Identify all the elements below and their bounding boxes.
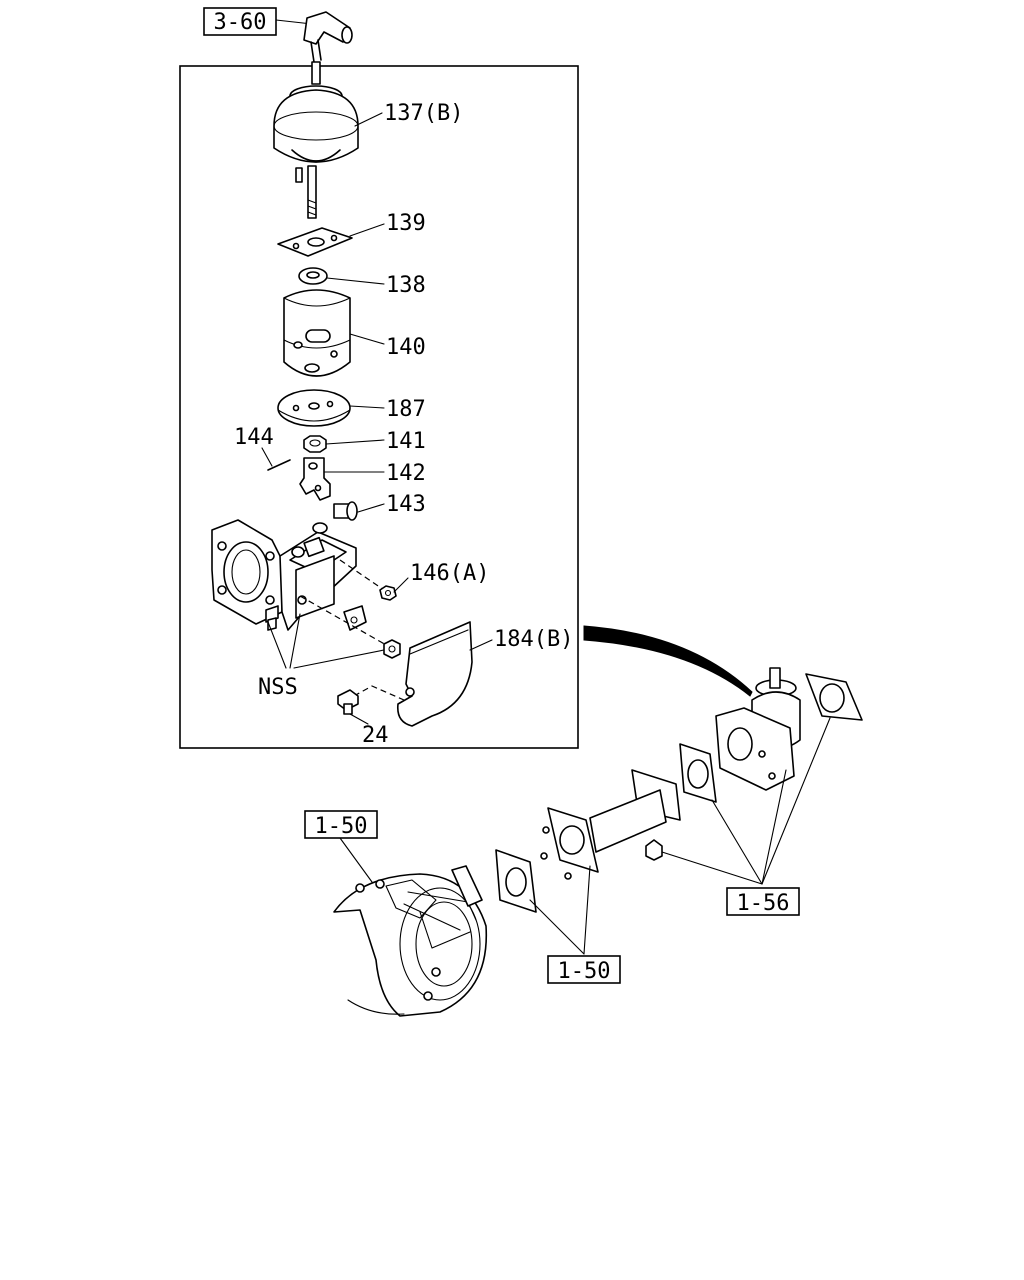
callout-142: 142 — [386, 461, 426, 486]
leader-1-50-top — [339, 837, 373, 883]
leader-nss-3 — [293, 649, 385, 669]
ref-1-50-bottom[interactable]: 1-50 — [547, 955, 621, 984]
leader-139 — [349, 223, 385, 237]
leader-1-50-b-b — [583, 865, 591, 955]
exhaust-brake-valve-body[interactable] — [211, 519, 367, 631]
ref-1-56-label: 1-56 — [737, 891, 790, 916]
callout-137: 137(B) — [384, 101, 463, 126]
clevis-142[interactable] — [299, 457, 331, 501]
leader-141 — [325, 439, 385, 445]
assembly-exhaust-pipe — [540, 769, 681, 880]
plate-187[interactable] — [277, 389, 351, 427]
leader-138 — [326, 277, 385, 285]
leader-1-56-d — [661, 851, 763, 885]
bolt-24[interactable] — [337, 689, 359, 715]
ref-1-56[interactable]: 1-56 — [726, 887, 800, 916]
assembly-gasket-mid — [679, 743, 717, 803]
leader-1-50-b-a — [529, 899, 585, 955]
ref-3-60-label: 3-60 — [214, 10, 267, 35]
leader-nss-2 — [289, 613, 301, 669]
callout-144: 144 — [234, 425, 274, 450]
leader-nss-1 — [267, 621, 287, 669]
callout-nss: NSS — [258, 675, 298, 700]
bolt-143[interactable] — [333, 501, 358, 521]
callout-141: 141 — [386, 429, 426, 454]
callout-140: 140 — [386, 335, 426, 360]
nut-nss[interactable] — [383, 639, 401, 659]
assembly-nut — [645, 839, 663, 861]
callout-146: 146(A) — [410, 561, 489, 586]
leader-143 — [357, 503, 385, 513]
parts-frame — [179, 65, 579, 749]
assembly-gasket-right — [805, 673, 863, 721]
ref-1-50-top[interactable]: 1-50 — [304, 810, 378, 839]
leader-140 — [349, 333, 385, 345]
pin-144[interactable] — [267, 459, 291, 471]
elbow-hose-fitting — [303, 11, 353, 63]
ref-3-60[interactable]: 3-60 — [203, 7, 277, 36]
callout-139: 139 — [386, 211, 426, 236]
nut-146[interactable] — [379, 585, 397, 601]
dashed-line-nss — [299, 595, 389, 647]
leader-137 — [354, 112, 383, 127]
callout-24: 24 — [362, 723, 389, 748]
leader-1-56-b — [761, 769, 787, 885]
heat-shield-184[interactable] — [396, 621, 473, 727]
callout-184: 184(B) — [494, 627, 573, 652]
leader-1-56-c — [711, 799, 763, 885]
callout-143: 143 — [386, 492, 426, 517]
actuator-chamber-137[interactable] — [273, 61, 359, 219]
cover-140[interactable] — [283, 289, 351, 377]
turbocharger — [333, 865, 488, 1017]
dashed-line-24 — [353, 685, 405, 701]
nut-141[interactable] — [303, 435, 327, 453]
ref-1-50-top-label: 1-50 — [315, 814, 368, 839]
assembly-gasket-left — [495, 849, 537, 913]
callout-187: 187 — [386, 397, 426, 422]
leader-184 — [469, 639, 493, 651]
assembly-pointer-arrow — [583, 625, 753, 697]
leader-187 — [349, 405, 385, 409]
washer-138[interactable] — [298, 267, 328, 285]
leader-146 — [393, 577, 409, 593]
leader-144 — [261, 447, 273, 467]
assembly-valve — [715, 667, 801, 791]
gasket-plate-139[interactable] — [277, 227, 353, 257]
ref-1-50-bottom-label: 1-50 — [558, 959, 611, 984]
dashed-line-146 — [339, 559, 385, 591]
callout-138: 138 — [386, 273, 426, 298]
leader-1-56-a — [761, 717, 831, 885]
leader-24 — [349, 713, 369, 725]
